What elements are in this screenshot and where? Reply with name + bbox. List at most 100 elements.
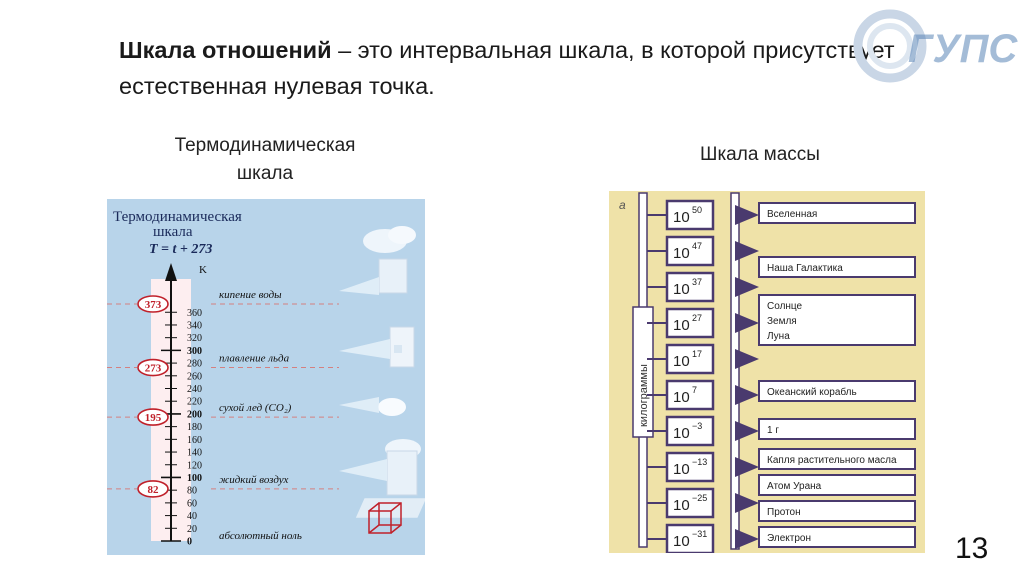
mark-label: кипение воды <box>219 289 282 301</box>
pointer-arrow-icon <box>735 241 759 261</box>
power-exponent: 27 <box>692 313 702 323</box>
steam-glass-icon <box>339 226 416 295</box>
pointer-arrow-icon <box>735 205 759 225</box>
power-base: 10 <box>673 389 690 406</box>
power-exponent: −31 <box>692 529 707 539</box>
power-box <box>665 271 715 303</box>
slide-heading: Шкала отношений – это интервальная шкала… <box>119 32 939 104</box>
mark-value-oval <box>137 358 169 377</box>
power-base: 10 <box>673 281 690 298</box>
pointer-arrow-icon <box>735 277 759 297</box>
object-label-box <box>758 294 916 346</box>
object-label-box <box>758 202 916 224</box>
power-base: 10 <box>673 425 690 442</box>
power-exponent: −25 <box>692 493 707 503</box>
scale-tick-label: 140 <box>187 448 202 459</box>
pointer-arrow-icon <box>735 349 759 369</box>
mass-axis-box <box>632 306 654 438</box>
mark-value-oval <box>137 480 169 498</box>
scale-tick-label: 120 <box>187 460 202 471</box>
pointer-arrow-icon <box>735 529 759 549</box>
pointer-arrow-icon <box>735 313 759 333</box>
mark-value: 195 <box>145 412 162 424</box>
mark-value: 273 <box>145 363 162 375</box>
thermo-caption: Термодинамическая шкала <box>120 132 410 188</box>
logo-text: ГУПС <box>908 27 1018 71</box>
scale-tick-label: 300 <box>187 346 202 357</box>
object-label: 1 г <box>767 425 779 436</box>
slide-number: 13 <box>955 532 989 565</box>
thermo-inner-title-1: Термодинамическая <box>113 209 242 225</box>
object-label: Земля <box>767 316 797 327</box>
object-label: Протон <box>767 507 801 518</box>
power-base: 10 <box>673 245 690 262</box>
pointer-arrow-icon <box>735 421 759 441</box>
mass-axis-label: килограммы <box>638 364 650 427</box>
power-exponent: 50 <box>692 205 702 215</box>
pointer-arrow-icon <box>735 457 759 477</box>
power-box <box>665 343 715 375</box>
power-base: 10 <box>673 461 690 478</box>
object-label: Наша Галактика <box>767 263 843 274</box>
mark-label: абсолютный ноль <box>219 530 302 542</box>
mark-value-oval <box>137 295 169 313</box>
object-label-box <box>758 380 916 402</box>
scale-tick-label: 340 <box>187 320 202 331</box>
power-base: 10 <box>673 317 690 334</box>
dry-ice-icon <box>339 397 406 416</box>
object-label: Солнце <box>767 301 803 312</box>
heading-term: Шкала отношений <box>119 37 332 63</box>
power-box <box>665 199 715 231</box>
mark-label: плавление льда <box>219 353 290 365</box>
liquid-air-flask-icon <box>339 439 421 496</box>
crystal-lattice-icon <box>355 498 425 534</box>
object-label-box <box>758 500 916 522</box>
object-label: Атом Урана <box>767 481 822 492</box>
power-box <box>665 415 715 447</box>
scale-tick-label: 320 <box>187 333 202 344</box>
scale-tick-label: 220 <box>187 397 202 408</box>
pointer-arrow-icon <box>735 385 759 405</box>
mark-label: сухой лед (CO₂) <box>219 402 292 414</box>
mark-label: жидкий воздух <box>219 474 288 486</box>
power-base: 10 <box>673 497 690 514</box>
thermo-caption-line1: Термодинамическая <box>174 135 356 156</box>
power-exponent: 47 <box>692 241 702 251</box>
power-base: 10 <box>673 209 690 226</box>
scale-tick-label: 160 <box>187 435 202 446</box>
scale-tick-label: 60 <box>187 498 197 509</box>
scale-tick-label: 260 <box>187 371 202 382</box>
power-box <box>665 307 715 339</box>
scale-tick-label: 0 <box>187 537 192 548</box>
object-label: Капля растительного масла <box>767 455 897 466</box>
thermodynamic-scale-figure: Термодинамическая шкала T = t + 273 K 36… <box>107 199 425 555</box>
scale-tick-label: 80 <box>187 486 197 497</box>
object-label: Океанский корабль <box>767 386 857 398</box>
power-exponent: 37 <box>692 277 702 287</box>
scale-tick-label: 40 <box>187 511 197 522</box>
mass-corner-label: а <box>619 198 626 212</box>
scale-tick-label: 240 <box>187 384 202 395</box>
mark-value: 373 <box>145 299 162 311</box>
power-exponent: 17 <box>692 349 702 359</box>
scale-tick-label: 20 <box>187 524 197 535</box>
object-label-box <box>758 418 916 440</box>
power-exponent: −13 <box>692 457 707 467</box>
scale-tick-label: 200 <box>187 409 202 420</box>
power-box <box>665 451 715 483</box>
object-label: Вселенная <box>767 209 817 220</box>
mark-value: 82 <box>148 484 160 496</box>
object-label-box <box>758 256 916 278</box>
power-base: 10 <box>673 353 690 370</box>
object-label-box <box>758 448 916 470</box>
university-logo: ГУПС <box>853 9 1018 83</box>
power-box <box>665 487 715 519</box>
axis-arrow-icon <box>165 263 177 281</box>
object-label-box <box>758 526 916 548</box>
power-exponent: 7 <box>692 385 697 395</box>
ice-glass-icon <box>339 326 415 368</box>
object-label-box <box>758 474 916 496</box>
scale-tick-label: 100 <box>187 473 202 484</box>
thermo-caption-line2: шкала <box>236 163 294 184</box>
pointer-arrow-icon <box>735 493 759 513</box>
